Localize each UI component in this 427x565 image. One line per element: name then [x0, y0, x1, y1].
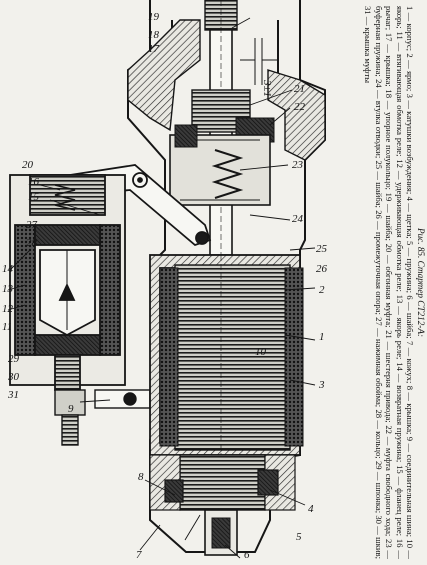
part-number-25: 25 [316, 243, 328, 255]
part-number-16: 16 [28, 176, 40, 188]
part-number-23: 23 [292, 159, 304, 171]
nose-housing [127, 19, 326, 161]
part-number-4: 4 [308, 503, 314, 515]
part-number-6: 6 [244, 549, 250, 561]
part-number-15: 15 [28, 191, 40, 203]
part-number-26: 26 [316, 263, 328, 275]
part-numbers: 1 2 3 4 5 6 7 8 9 10 11 12 13 14 15 16 1… [2, 11, 328, 561]
armature [159, 255, 304, 460]
part-number-11: 11 [2, 321, 12, 333]
part-number-28: 28 [26, 237, 38, 249]
part-number-31: 31 [7, 389, 19, 401]
part-number-3: 3 [318, 379, 325, 391]
part-number-2: 2 [319, 284, 325, 296]
buffer-spring [211, 149, 244, 199]
part-number-9: 9 [68, 403, 74, 415]
leader-lines [7, 17, 316, 559]
overrunning-clutch [169, 124, 271, 206]
part-number-21: 21 [294, 83, 305, 95]
return-spring [54, 184, 76, 211]
relay-housing [9, 174, 126, 391]
part-number-18: 18 [148, 29, 160, 41]
pinion-gear [191, 89, 275, 143]
part-number-22: 22 [294, 101, 306, 113]
dimension-mark [240, 38, 277, 85]
relay-terminals [54, 389, 151, 446]
part-number-20: 20 [22, 159, 34, 171]
part-number-13: 13 [2, 283, 14, 295]
part-number-29: 29 [8, 353, 20, 365]
part-number-14: 14 [2, 263, 14, 275]
part-number-8: 8 [138, 471, 144, 483]
caption-title: Рис. 85. Стартер СТ212-А: [416, 227, 426, 338]
caption-legend: 1 — корпус; 2 — ярмо; 3 — катушки возбуж… [363, 6, 416, 559]
part-number-7: 7 [136, 549, 142, 561]
part-number-24: 24 [292, 213, 304, 225]
dimension-label: 3±1 [261, 79, 273, 97]
part-number-30: 30 [7, 371, 20, 383]
part-number-12: 12 [2, 303, 14, 315]
starter-drawing: 3±1 1 2 3 4 5 6 7 8 9 10 11 12 13 [2, 0, 328, 561]
part-number-17: 17 [148, 43, 160, 55]
part-number-10: 10 [255, 346, 267, 358]
figure-caption: Рис. 85. Стартер СТ212-А: 1 — корпус; 2 … [363, 0, 427, 565]
part-number-27: 27 [26, 219, 38, 231]
brush-holders [164, 469, 279, 503]
part-number-19: 19 [148, 11, 160, 23]
part-number-1: 1 [319, 331, 325, 343]
part-number-5: 5 [296, 531, 302, 543]
